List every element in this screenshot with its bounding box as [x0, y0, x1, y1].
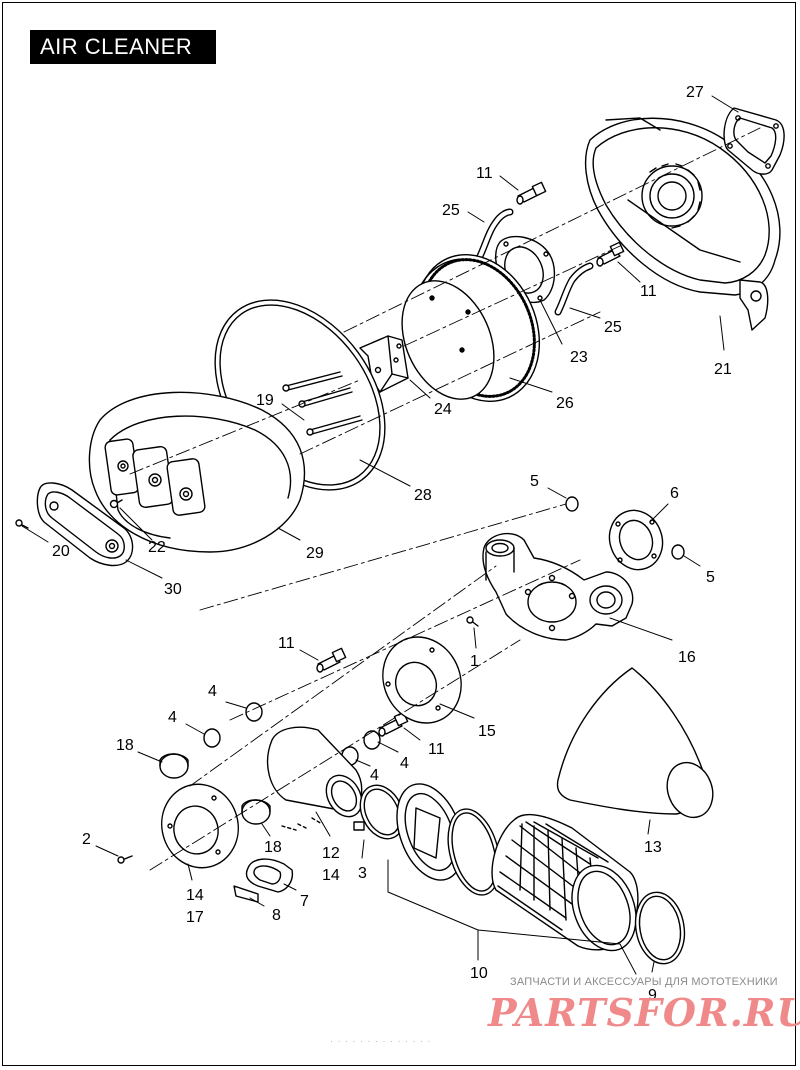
- leader-lines: [21, 95, 739, 975]
- end-cap-9: [634, 891, 686, 965]
- alignment-lines: [129, 127, 761, 871]
- callout-22: 22: [148, 539, 166, 556]
- page-title: AIR CLEANER: [30, 30, 216, 64]
- callout-3: 3: [358, 865, 367, 882]
- o-ring-4-d: [363, 730, 381, 750]
- intake-tube-12-14: [266, 726, 363, 831]
- callout-21: 21: [714, 361, 732, 378]
- breather-bolt-11-right: [378, 711, 409, 737]
- callout-13: 13: [644, 839, 662, 856]
- insert-8: [233, 885, 259, 903]
- screw-2: [117, 855, 133, 864]
- breather-bolt-11-lower: [596, 241, 625, 267]
- trim-plate-30: [36, 482, 134, 567]
- screw-20: [15, 519, 29, 529]
- screw-1: [466, 616, 479, 627]
- breather-hose-25-upper: [474, 208, 514, 264]
- callout-26: 26: [556, 395, 574, 412]
- callout-16: 16: [678, 649, 696, 666]
- callout-7: 7: [300, 893, 309, 910]
- backplate-21: [584, 117, 781, 331]
- callout-23: 23: [570, 349, 588, 366]
- callout-10: 10: [470, 965, 488, 982]
- screw-22: [109, 499, 123, 509]
- watermark-caption: ЗАПЧАСТИ И АКСЕССУАРЫ ДЛЯ МОТОТЕХНИКИ: [510, 976, 778, 988]
- callout-11-upper: 11: [476, 165, 493, 182]
- deflector-7: [245, 858, 294, 893]
- footer-code: · · · · · · · · · · · · · ·: [330, 1036, 432, 1046]
- callout-17: 17: [186, 909, 204, 926]
- gasket-27: [723, 107, 785, 175]
- o-ring-5-lower: [671, 544, 685, 560]
- filter-element-26: [401, 253, 541, 403]
- callout-1: 1: [470, 653, 479, 670]
- callout-11-mid: 11: [278, 635, 295, 652]
- callout-18-left: 18: [116, 737, 134, 754]
- callout-27: 27: [686, 84, 704, 101]
- callout-30: 30: [164, 581, 182, 598]
- callout-19: 19: [256, 392, 274, 409]
- backplate-16: [482, 532, 634, 641]
- watermark-logo: PARTSFOR.RU: [488, 990, 800, 1035]
- breather-bolt-11-mid: [316, 647, 347, 673]
- callout-14-tube: 14: [322, 867, 340, 884]
- callout-28: 28: [414, 487, 432, 504]
- callout-25-upper: 25: [442, 202, 460, 219]
- callout-5-lower: 5: [706, 569, 715, 586]
- callout-24: 24: [434, 401, 452, 418]
- breather-hose-25-lower: [554, 262, 594, 316]
- mounting-plate-14-17: [161, 783, 239, 869]
- callout-4-c: 4: [370, 767, 379, 784]
- breather-bolt-11-upper: [516, 181, 547, 205]
- callout-11-right: 11: [640, 283, 657, 300]
- screws-19: [282, 371, 363, 436]
- o-ring-5-upper: [565, 496, 579, 512]
- callout-5-upper: 5: [530, 473, 539, 490]
- gasket-15: [382, 636, 462, 724]
- clamp-3: [353, 784, 405, 840]
- callout-12: 12: [322, 845, 340, 862]
- callout-20: 20: [52, 543, 70, 560]
- callout-14-plate: 14: [186, 887, 204, 904]
- callout-labels: 27 11 25 11 25 23 21 24 26 19 28 22 20 2…: [52, 84, 732, 1004]
- callout-9: 9: [648, 987, 657, 1004]
- air-cleaner-cover-29: [88, 391, 306, 553]
- callout-8: 8: [272, 907, 281, 924]
- rain-sock-13: [556, 667, 714, 819]
- o-ring-4-b: [203, 728, 221, 748]
- callout-29: 29: [306, 545, 324, 562]
- callout-4-a: 4: [208, 683, 217, 700]
- callout-2: 2: [82, 831, 91, 848]
- callout-15: 15: [478, 723, 496, 740]
- callout-6: 6: [670, 485, 679, 502]
- callout-4-b: 4: [168, 709, 177, 726]
- cone-filter: [491, 813, 639, 952]
- callout-18-center: 18: [264, 839, 282, 856]
- gasket-6: [608, 509, 664, 571]
- callout-4-d: 4: [400, 755, 409, 772]
- plug-18-center: [241, 799, 271, 825]
- plug-18-left: [159, 753, 189, 779]
- callout-11-right-lower: 11: [428, 741, 445, 758]
- callout-25-lower: 25: [604, 319, 622, 336]
